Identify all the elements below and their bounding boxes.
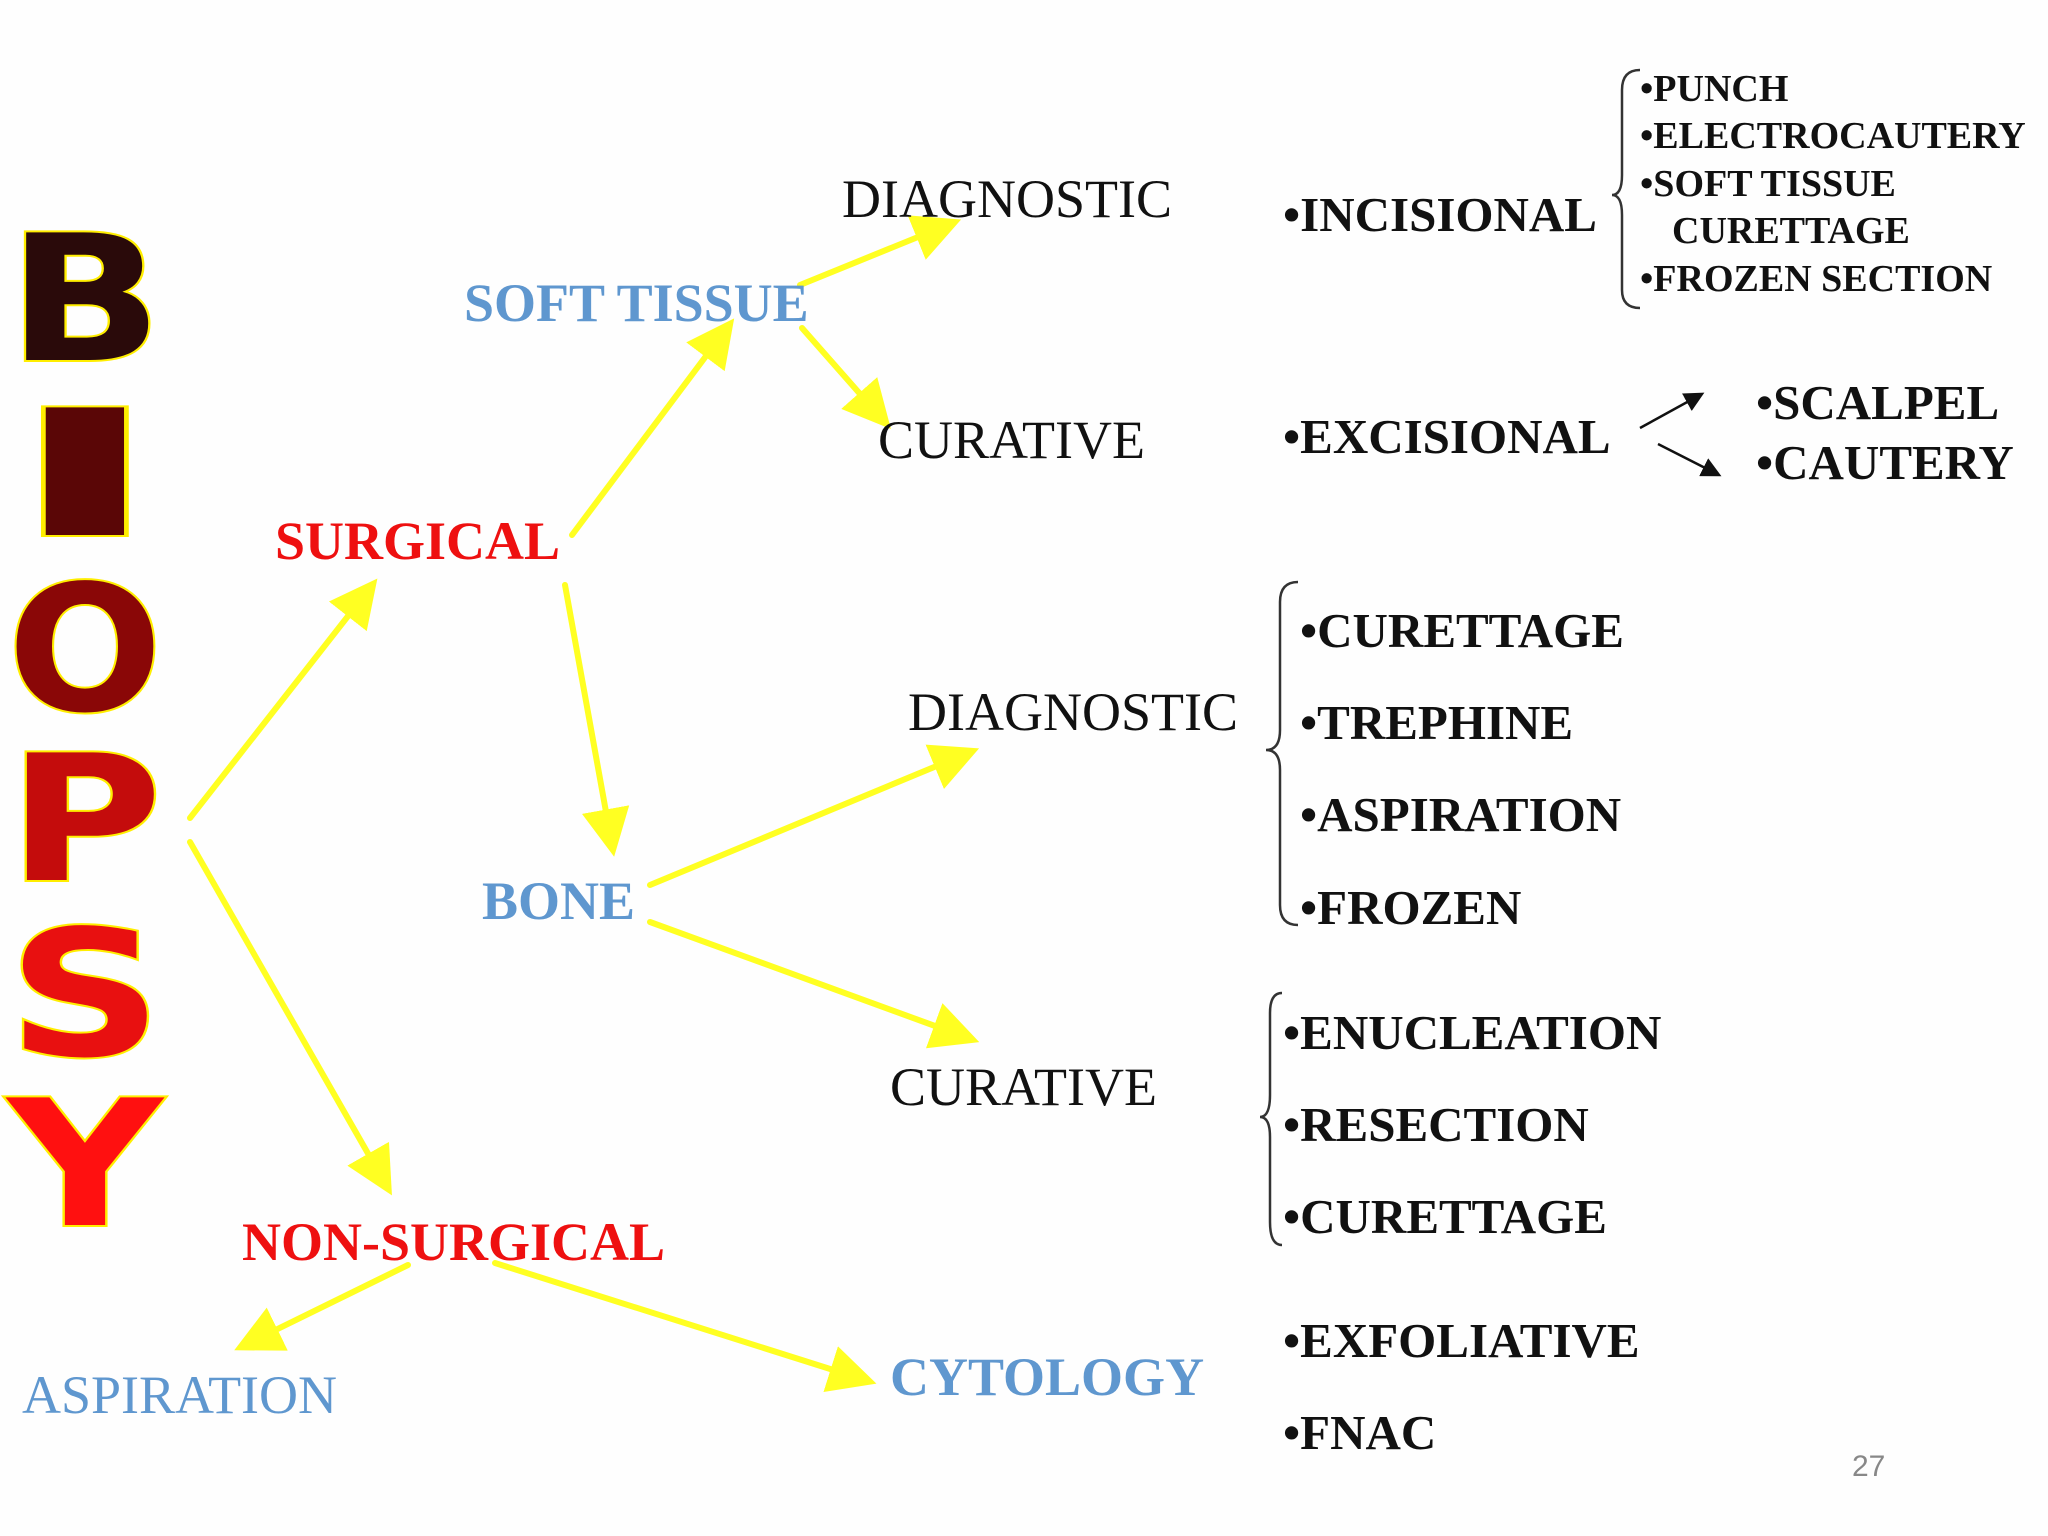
title-letter-y: Y (5, 1064, 165, 1267)
title-letter-b: B (8, 199, 163, 402)
cytology-label: CYTOLOGY (890, 1347, 1205, 1407)
brace-bone-diagnostic (1265, 580, 1299, 927)
arrow-softtissue-diagnostic (797, 215, 962, 288)
page-number: 27 (1852, 1450, 1886, 1483)
bone-curative-item: •CURETTAGE (1283, 1189, 1607, 1244)
bone-diagnostic-item: •CURETTAGE (1300, 603, 1624, 658)
arrow-excisional-scalpel (1639, 392, 1705, 430)
arrow-excisional-cautery (1657, 442, 1722, 477)
arrow-bone-curative (647, 919, 980, 1049)
incisional-item: •ELECTROCAUTERY (1640, 115, 2026, 157)
arrow-nonsurgical-cytology (492, 1260, 877, 1393)
arrow-biopsy-nonsurgical (187, 839, 392, 1196)
surgical-label: SURGICAL (275, 511, 561, 571)
cytology-item: •EXFOLIATIVE (1283, 1313, 1640, 1368)
incisional-item: •FROZEN SECTION (1640, 258, 1993, 300)
title-letter-i: I (8, 374, 163, 577)
bone-diagnostic-label: DIAGNOSTIC (908, 682, 1238, 742)
arrow-bone-diagnostic (647, 744, 980, 888)
cytology-item: •FNAC (1283, 1405, 1437, 1460)
excisional-item-scalpel: •SCALPEL (1756, 375, 2000, 430)
title-letter-s: S (8, 894, 163, 1097)
soft-tissue-label: SOFT TISSUE (464, 273, 809, 333)
brace-bone-curative (1259, 991, 1283, 1247)
bone-diagnostic-item: •FROZEN (1300, 880, 1522, 935)
arrow-softtissue-curative (799, 325, 891, 430)
bone-curative-item: •ENUCLEATION (1283, 1005, 1662, 1060)
bone-curative-label: CURATIVE (890, 1057, 1157, 1117)
aspiration-label: ASPIRATION (22, 1365, 338, 1425)
bone-label: BONE (482, 871, 636, 931)
arrow-surgical-bone (562, 582, 630, 857)
arrow-biopsy-surgical (187, 578, 378, 821)
soft-tissue-diagnostic-label: DIAGNOSTIC (842, 169, 1172, 229)
arrow-nonsurgical-aspiration (234, 1262, 411, 1351)
title-letter-o: O (8, 549, 163, 752)
non-surgical-label: NON-SURGICAL (242, 1212, 666, 1272)
incisional-item: •PUNCH (1640, 68, 1789, 110)
title-letter-p: P (8, 719, 163, 922)
incisional-item: CURETTAGE (1672, 210, 1910, 252)
excisional-label: •EXCISIONAL (1283, 409, 1611, 464)
excisional-item-cautery: •CAUTERY (1756, 435, 2014, 490)
bone-diagnostic-item: •TREPHINE (1300, 695, 1574, 750)
incisional-item: •SOFT TISSUE (1640, 163, 1896, 205)
incisional-label: •INCISIONAL (1283, 187, 1597, 242)
bone-curative-item: •RESECTION (1283, 1097, 1589, 1152)
arrow-surgical-softtissue (569, 318, 735, 538)
soft-tissue-curative-label: CURATIVE (878, 410, 1145, 470)
brace-incisional (1611, 68, 1641, 310)
bone-diagnostic-item: •ASPIRATION (1300, 787, 1622, 842)
